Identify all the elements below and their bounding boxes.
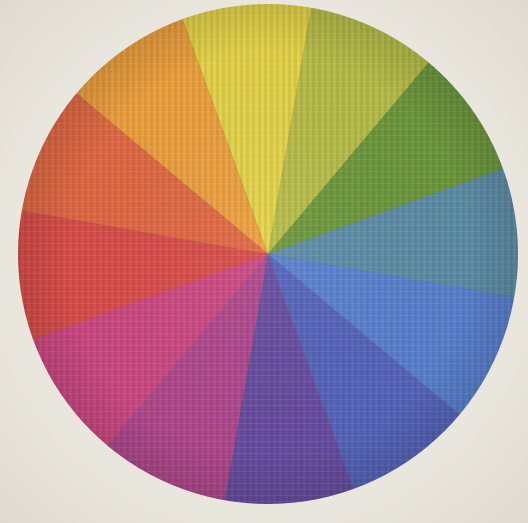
wheel-shading <box>18 4 518 504</box>
